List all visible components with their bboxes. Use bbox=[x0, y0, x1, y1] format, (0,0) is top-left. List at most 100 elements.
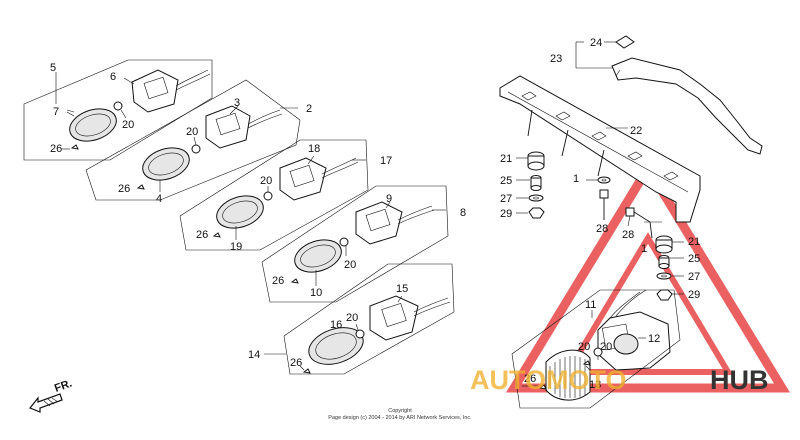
group-outline-8 bbox=[261, 185, 449, 303]
part-label-25: 25 bbox=[500, 175, 512, 187]
bracket-part-23 bbox=[611, 57, 763, 155]
group-outline-14 bbox=[283, 263, 455, 375]
part-label-21: 21 bbox=[500, 153, 512, 165]
part-label-26: 26 bbox=[524, 373, 536, 385]
part-label-10: 10 bbox=[310, 287, 322, 299]
part-label-20: 20 bbox=[122, 119, 134, 131]
part-label-20: 20 bbox=[344, 259, 356, 271]
part-label-29: 29 bbox=[500, 208, 512, 220]
part-label-2: 2 bbox=[306, 103, 312, 115]
housing-part-15 bbox=[369, 295, 419, 341]
bulb-part-20 bbox=[593, 347, 603, 360]
screw-part-26 bbox=[212, 232, 221, 238]
part-label-3: 3 bbox=[234, 97, 240, 109]
screw-part-26 bbox=[302, 368, 311, 374]
grommet-part-21 bbox=[516, 151, 545, 171]
part-label-24: 24 bbox=[590, 37, 602, 49]
front-direction-label: FR. bbox=[53, 377, 74, 394]
housing-part-3 bbox=[205, 105, 251, 149]
washer-part-27 bbox=[656, 272, 684, 280]
part-label-1: 1 bbox=[573, 173, 579, 185]
bulb-part-20 bbox=[355, 329, 365, 339]
lamp-assembly-14 bbox=[264, 263, 455, 375]
taillight-part-11 bbox=[591, 289, 671, 371]
housing-part-9 bbox=[355, 201, 403, 245]
lens-part-7 bbox=[69, 108, 117, 142]
group-outline-11 bbox=[511, 289, 681, 409]
part-label-27: 27 bbox=[688, 271, 700, 283]
part-label-20: 20 bbox=[578, 341, 590, 353]
part-label-26: 26 bbox=[196, 229, 208, 241]
part-label-20: 20 bbox=[186, 126, 198, 138]
part-label-28: 28 bbox=[596, 223, 608, 235]
screw-part-26 bbox=[70, 144, 79, 150]
lamp-assembly-5 bbox=[23, 59, 213, 161]
part-labels: 1 1 2 3 4 5 6 7 8 9 10 11 12 13 14 15 16… bbox=[50, 37, 700, 391]
part-label-16: 16 bbox=[330, 319, 342, 331]
front-arrow-icon bbox=[29, 393, 63, 413]
bulb-part-20 bbox=[263, 191, 273, 201]
part-label-1: 1 bbox=[641, 243, 647, 255]
triangle-logo-icon bbox=[505, 159, 791, 393]
part-label-9: 9 bbox=[386, 193, 392, 205]
part-label-11: 11 bbox=[585, 299, 596, 311]
housing-part-6 bbox=[131, 69, 179, 113]
lamp-assembly-8 bbox=[261, 185, 449, 303]
part-label-23: 23 bbox=[550, 53, 562, 65]
group-outline-5 bbox=[23, 59, 213, 161]
part-label-4: 4 bbox=[156, 193, 162, 205]
collar-part-25 bbox=[516, 175, 542, 191]
part-label-7: 7 bbox=[53, 106, 59, 118]
collar-part-25 bbox=[658, 255, 684, 269]
part-label-26: 26 bbox=[118, 183, 130, 195]
copyright-line-1: Copyright bbox=[388, 408, 412, 414]
part-label-29: 29 bbox=[688, 289, 700, 301]
part-label-25: 25 bbox=[688, 253, 700, 265]
watermark-left-text: AUTOMOTO bbox=[470, 365, 627, 395]
part-label-28: 28 bbox=[622, 229, 634, 241]
screw-part-13 bbox=[582, 360, 591, 371]
washer-part-1 bbox=[586, 176, 611, 184]
part-label-26: 26 bbox=[50, 143, 62, 155]
lamp-assembly-17 bbox=[179, 139, 369, 251]
taillight-lens-part bbox=[545, 349, 591, 401]
lens-part-10 bbox=[294, 239, 342, 273]
part-label-6: 6 bbox=[110, 71, 116, 83]
bulb-part-20 bbox=[191, 144, 201, 154]
screw-part-26 bbox=[522, 384, 547, 390]
screw-part-26 bbox=[136, 184, 145, 190]
bolt-part-28 bbox=[599, 189, 609, 220]
bulb-part-20 bbox=[113, 101, 123, 111]
lamp-assembly-2 bbox=[85, 79, 301, 201]
housing-part-18 bbox=[279, 157, 327, 201]
washer-part-27 bbox=[516, 194, 544, 202]
pad-part-24 bbox=[615, 35, 635, 49]
lens-part-19 bbox=[216, 195, 264, 229]
part-label-26: 26 bbox=[272, 275, 284, 287]
part-label-8: 8 bbox=[460, 207, 466, 219]
part-label-17: 17 bbox=[380, 155, 392, 167]
part-label-20: 20 bbox=[600, 341, 612, 353]
lens-part-4 bbox=[142, 147, 190, 181]
group-outline-17 bbox=[179, 139, 369, 251]
part-label-26: 26 bbox=[290, 357, 302, 369]
screw-part-26 bbox=[290, 278, 299, 284]
part-label-13: 13 bbox=[589, 379, 601, 391]
bolt-part-1 bbox=[644, 221, 662, 239]
grommet-part-21 bbox=[655, 235, 684, 254]
part-label-18: 18 bbox=[308, 143, 320, 155]
part-label-19: 19 bbox=[230, 241, 242, 253]
part-label-27: 27 bbox=[500, 193, 512, 205]
watermark-right-text: HUB bbox=[710, 365, 769, 395]
group-outline-2 bbox=[85, 79, 301, 201]
copyright-line-2: Page design (c) 2004 - 2014 by ARI Netwo… bbox=[328, 415, 472, 421]
nut-part-29 bbox=[516, 207, 545, 219]
part-label-15: 15 bbox=[396, 283, 408, 295]
part-label-20: 20 bbox=[346, 312, 358, 324]
part-label-12: 12 bbox=[648, 333, 660, 345]
leader-23 bbox=[575, 41, 616, 69]
watermark-logo bbox=[505, 159, 791, 393]
part-label-20: 20 bbox=[260, 175, 272, 187]
